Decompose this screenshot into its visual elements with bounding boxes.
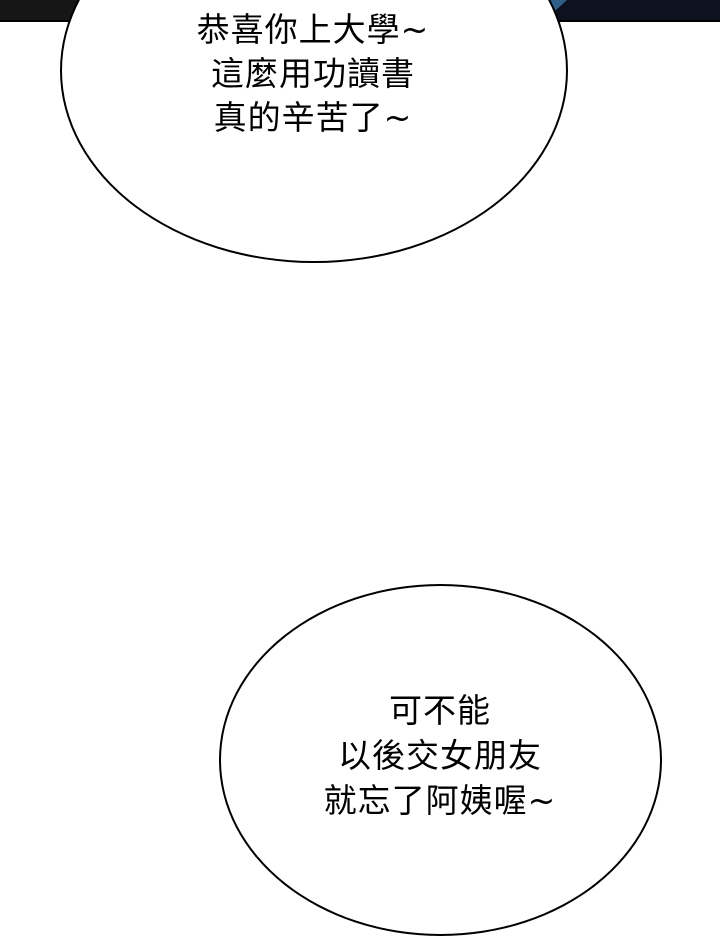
dialogue-line: 恭喜你上大學~ [196,10,430,49]
dialogue-line: 可不能 [389,691,491,730]
speech-bubble-1-text: 恭喜你上大學~ 這麼用功讀書 真的辛苦了~ [0,8,626,140]
dialogue-line: 這麼用功讀書 [211,54,415,93]
dialogue-line: 真的辛苦了~ [213,98,413,137]
dialogue-line: 以後交女朋友 [338,736,542,775]
speech-bubble-2-text: 可不能 以後交女朋友 就忘了阿姨喔~ [324,688,557,823]
dialogue-line: 就忘了阿姨喔~ [323,781,557,820]
